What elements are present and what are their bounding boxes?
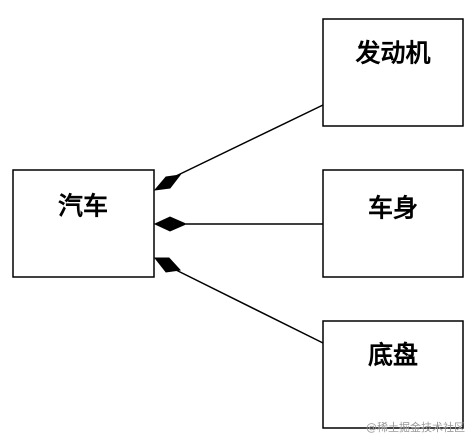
node-car-label: 汽车 bbox=[58, 192, 108, 221]
watermark: @稀土掘金技术社区 bbox=[366, 421, 465, 434]
node-body[interactable]: 车身 bbox=[322, 169, 464, 278]
node-chassis-label: 底盘 bbox=[368, 341, 418, 370]
node-chassis[interactable]: 底盘 bbox=[322, 320, 464, 429]
node-engine[interactable]: 发动机 bbox=[322, 18, 464, 127]
connector-car-chassis bbox=[153, 257, 324, 344]
connector-car-body bbox=[153, 216, 323, 232]
node-engine-label: 发动机 bbox=[354, 39, 430, 68]
composition-diamond-icon bbox=[153, 174, 182, 191]
composition-diamond-icon bbox=[153, 257, 182, 273]
node-car[interactable]: 汽车 bbox=[12, 169, 155, 278]
connector-car-engine bbox=[153, 104, 324, 191]
node-body-label: 车身 bbox=[368, 194, 418, 223]
composition-diamond-icon bbox=[153, 216, 188, 232]
